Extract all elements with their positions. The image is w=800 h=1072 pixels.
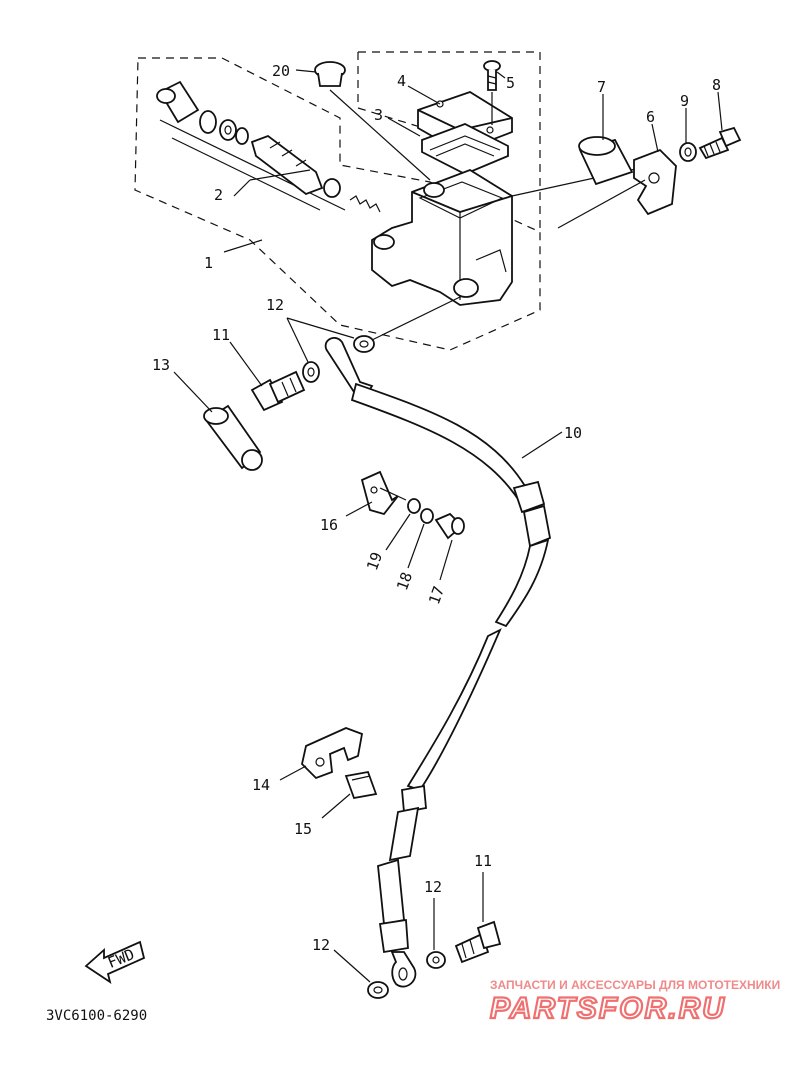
hose-clamp-lower-part xyxy=(301,727,378,800)
reference-label: 7 xyxy=(597,78,606,96)
diagram-part-code: 3VC6100-6290 xyxy=(46,1008,147,1024)
hose-guide-group-part xyxy=(360,470,465,540)
copper-washer-upper-part xyxy=(302,295,463,383)
watermark: ЗАПЧАСТИ И АКСЕССУАРЫ ДЛЯ МОТОТЕХНИКИ PA… xyxy=(489,978,780,1026)
reference-label: 11 xyxy=(474,852,492,870)
reference-label: 3 xyxy=(374,106,383,124)
watermark-brand: PARTSFOR.RU xyxy=(490,992,726,1025)
bolt-part xyxy=(698,126,742,160)
assembly-boundary-reservoir-cap xyxy=(358,51,541,232)
dust-boot-part xyxy=(578,136,634,186)
reference-label: 11 xyxy=(212,326,230,344)
reference-label: 12 xyxy=(312,936,330,954)
cover-screw-part xyxy=(483,60,501,125)
reference-label: 15 xyxy=(294,820,312,838)
reference-label: 16 xyxy=(320,516,338,534)
lower-union-fittings-part xyxy=(367,920,502,999)
reference-label: 13 xyxy=(152,356,170,374)
piston-kit-part xyxy=(156,80,381,213)
reference-label: 2 xyxy=(214,186,223,204)
union-bolt-upper-part xyxy=(250,370,306,412)
reference-label: 19 xyxy=(363,550,386,573)
washer-part xyxy=(679,142,697,162)
reference-label: 20 xyxy=(272,62,290,80)
reference-label: 1 xyxy=(204,254,213,272)
reference-label: 10 xyxy=(564,424,582,442)
reference-label: 17 xyxy=(425,584,448,607)
forward-arrow-icon: FWD xyxy=(84,940,146,985)
master-cylinder-body-part xyxy=(371,167,641,306)
reference-label: 4 xyxy=(397,72,406,90)
reference-label: 12 xyxy=(266,296,284,314)
reference-label: 12 xyxy=(424,878,442,896)
brake-hose-part xyxy=(324,337,552,988)
reservoir-cover-part xyxy=(417,91,513,175)
reference-label: 6 xyxy=(646,108,655,126)
reference-label: 9 xyxy=(680,92,689,110)
rubber-cover-part xyxy=(203,404,263,471)
reference-label: 8 xyxy=(712,76,721,94)
reference-label: 18 xyxy=(393,570,416,593)
lever-holder-part xyxy=(557,148,677,229)
watermark-tagline: ЗАПЧАСТИ И АКСЕССУАРЫ ДЛЯ МОТОТЕХНИКИ xyxy=(490,978,780,992)
cap-part xyxy=(314,61,431,181)
leader-lines xyxy=(173,69,723,983)
reference-label: 5 xyxy=(506,74,515,92)
assembly-boundary-reservoir-left xyxy=(357,52,431,131)
reference-labels: 20 4 5 3 7 6 9 8 2 1 12 11 13 10 16 19 1… xyxy=(152,62,721,954)
reference-label: 14 xyxy=(252,776,270,794)
